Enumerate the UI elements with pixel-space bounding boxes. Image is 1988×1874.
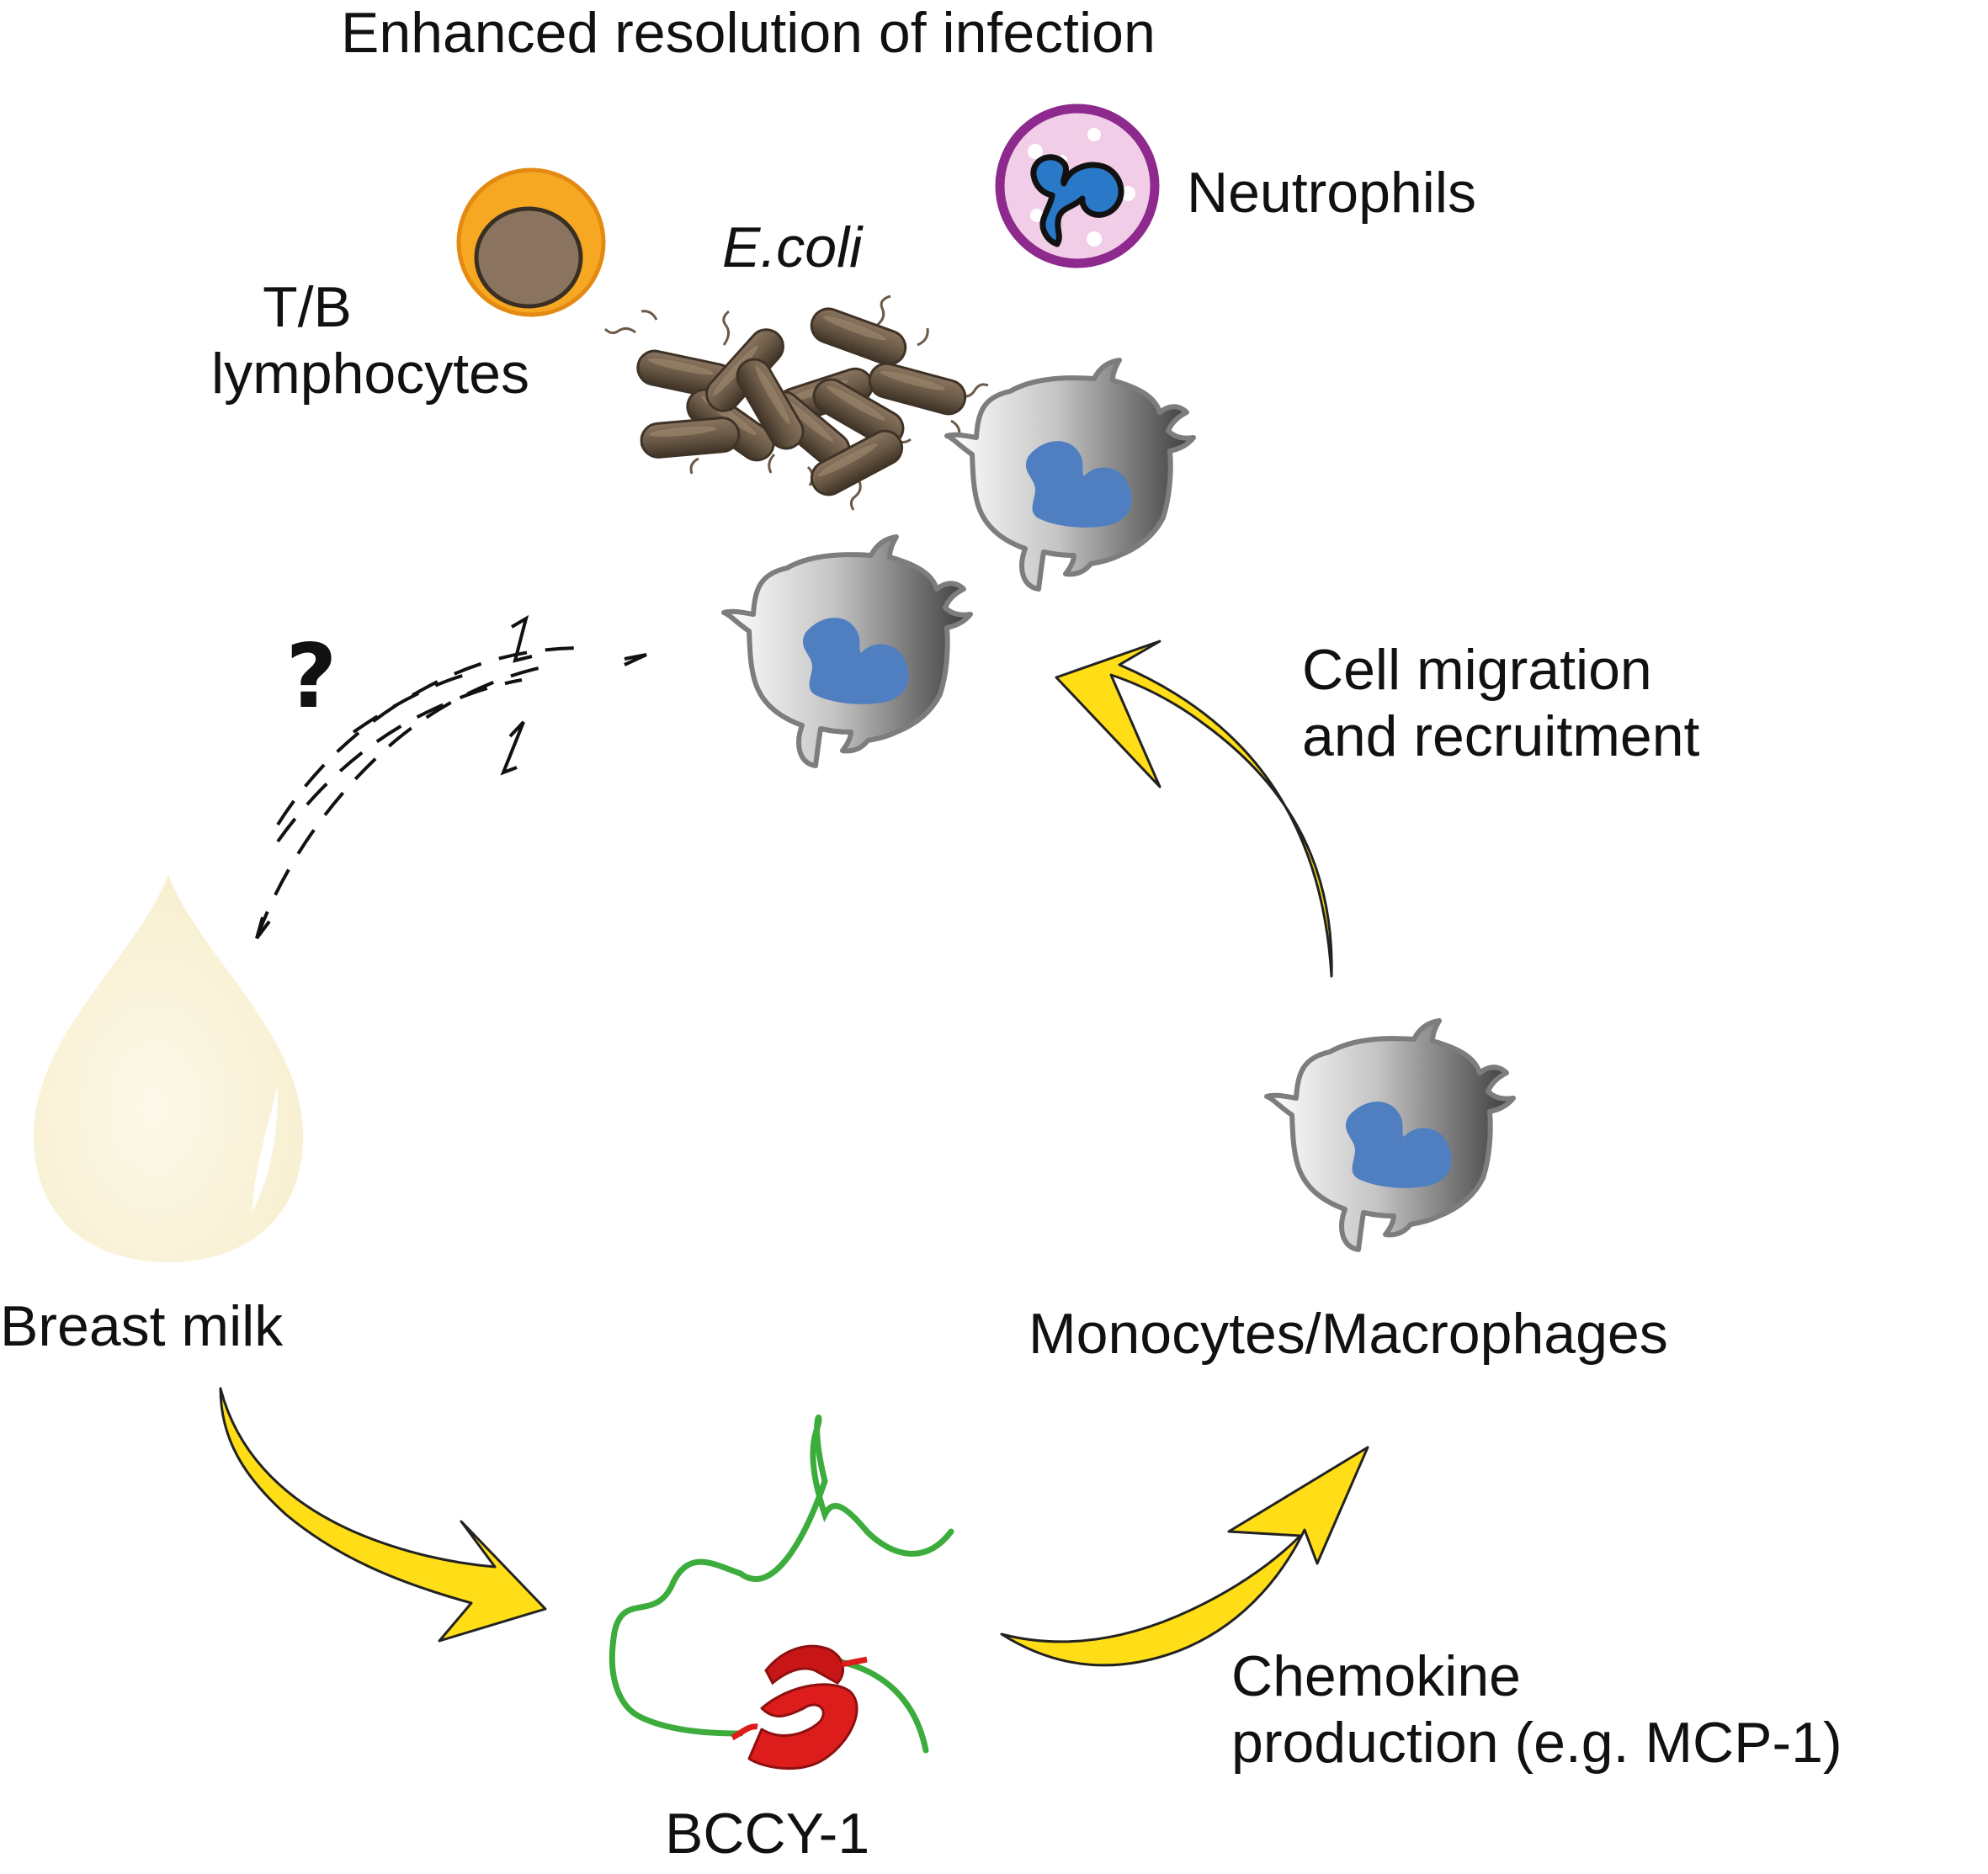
lymphocyte-icon [456,167,606,317]
breast-milk-label: Breast milk [0,1294,284,1358]
bccy1-label: BCCY-1 [665,1802,870,1866]
chemokine-label: Chemokine production (e.g. MCP-1) [1231,1643,1842,1776]
monocytes-macrophages-label: Monocytes/Macrophages [1029,1302,1668,1366]
cell-migration-label: Cell migration and recruitment [1302,637,1699,770]
arrow-milk-to-bccy-icon [219,1387,547,1643]
chemokine-line1: Chemokine [1231,1644,1521,1708]
macrophage-right-icon [1267,1021,1513,1250]
tb-lymphocytes-line1: T/B [263,275,352,339]
ecoli-bacteria-icon [603,295,989,511]
cell-migration-line1: Cell migration [1302,638,1652,702]
dashed-arrows [255,646,582,939]
neutrophils-label: Neutrophils [1187,161,1476,225]
milk-drop-icon [34,875,303,1262]
diagram-title: Enhanced resolution of infection [341,1,1156,65]
chemokine-line2: production (e.g. MCP-1) [1231,1710,1842,1775]
neutrophil-icon [995,104,1160,268]
dashed-arrow-heads [255,614,647,940]
arrow-migration-icon [1055,640,1333,978]
arrow-bccy-to-monocytes-icon [1000,1446,1369,1667]
ecoli-label: E.coli [722,215,863,279]
cell-migration-line2: and recruitment [1302,703,1700,768]
question-mark: ? [286,625,338,728]
macrophage-top-right-icon [947,360,1193,589]
macrophage-center-icon [724,537,970,766]
tb-lymphocytes-line2: lymphocytes [211,341,529,406]
tb-lymphocytes-label: T/B lymphocytes [164,274,577,407]
bccy1-protein-icon [609,1414,954,1770]
